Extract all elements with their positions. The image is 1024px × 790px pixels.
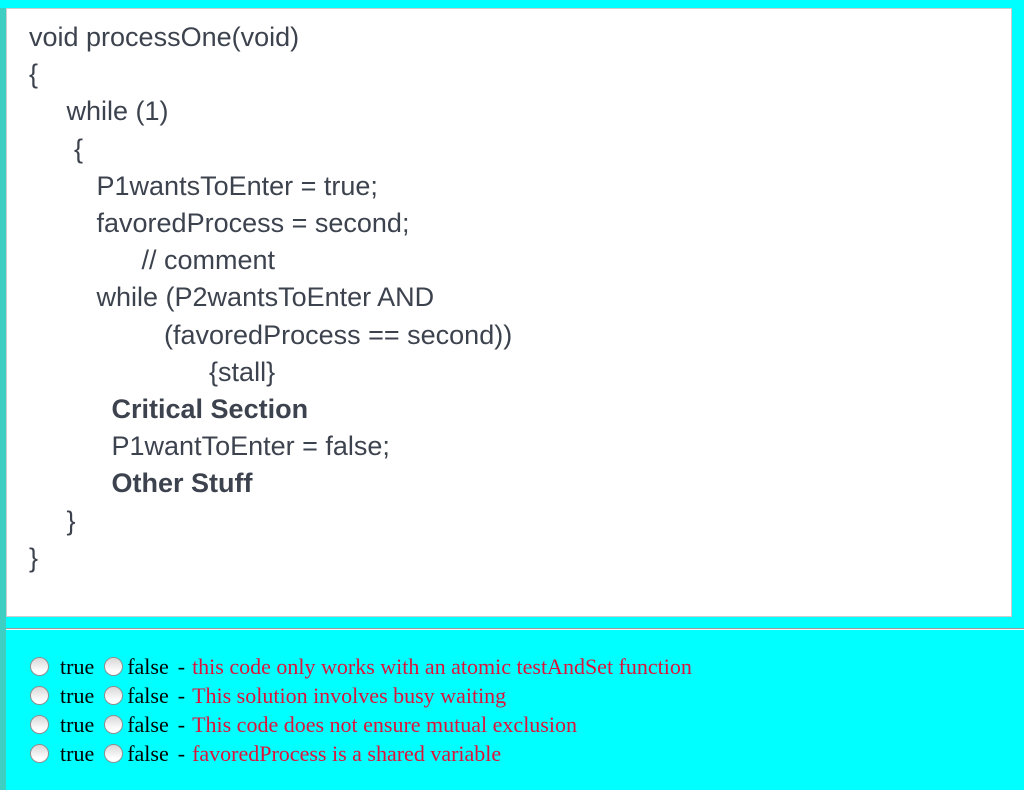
false-radio[interactable] (104, 657, 124, 676)
question-row: true false - favoredProcess is a shared … (30, 739, 1024, 768)
code-line: P1wantToEnter = false; (29, 431, 390, 462)
code-line: while (1) (29, 96, 169, 127)
separator: - (177, 740, 186, 766)
left-edge-strip (0, 8, 6, 790)
separator: - (177, 653, 186, 679)
code-line-critical-section: Critical Section (29, 394, 309, 425)
true-radio[interactable] (30, 686, 49, 705)
code-line: } (29, 505, 76, 536)
code-line: { (29, 59, 39, 90)
false-radio[interactable] (104, 715, 124, 734)
true-label: true (60, 653, 95, 679)
false-label: false (127, 682, 169, 708)
question-statement: favoredProcess is a shared variable (192, 740, 502, 766)
divider (6, 628, 1024, 630)
true-label: true (60, 740, 95, 766)
code-line: void processOne(void) (29, 22, 300, 52)
true-radio[interactable] (30, 715, 49, 734)
false-label: false (127, 711, 169, 737)
true-radio[interactable] (30, 657, 49, 676)
separator: - (177, 682, 186, 708)
question-statement: This solution involves busy waiting (192, 682, 507, 708)
question-row: true false - this code only works with a… (30, 652, 1024, 681)
false-label: false (127, 653, 169, 679)
code-panel: void processOne(void) { while (1) { P1wa… (6, 8, 1012, 617)
false-radio[interactable] (104, 686, 124, 705)
code-line: favoredProcess = second; (29, 208, 410, 239)
false-label: false (127, 740, 169, 766)
question-list: true false - this code only works with a… (0, 652, 1024, 768)
question-statement: This code does not ensure mutual exclusi… (192, 711, 577, 737)
question-row: true false - This solution involves busy… (30, 681, 1024, 710)
code-line: } (29, 542, 39, 573)
code-line: while (P2wantsToEnter AND (29, 282, 435, 313)
true-label: true (60, 711, 95, 737)
code-line: P1wantsToEnter = true; (29, 170, 378, 201)
true-radio[interactable] (30, 744, 49, 763)
false-radio[interactable] (104, 744, 124, 763)
true-label: true (60, 682, 95, 708)
code-line-other-stuff: Other Stuff (29, 468, 253, 499)
question-row: true false - This code does not ensure m… (30, 710, 1024, 739)
code-line: {stall} (29, 356, 276, 387)
code-line: (favoredProcess == second)) (29, 319, 513, 350)
question-statement: this code only works with an atomic test… (192, 653, 692, 679)
code-line: // comment (29, 245, 276, 276)
separator: - (177, 711, 186, 737)
code-line: { (29, 133, 84, 164)
